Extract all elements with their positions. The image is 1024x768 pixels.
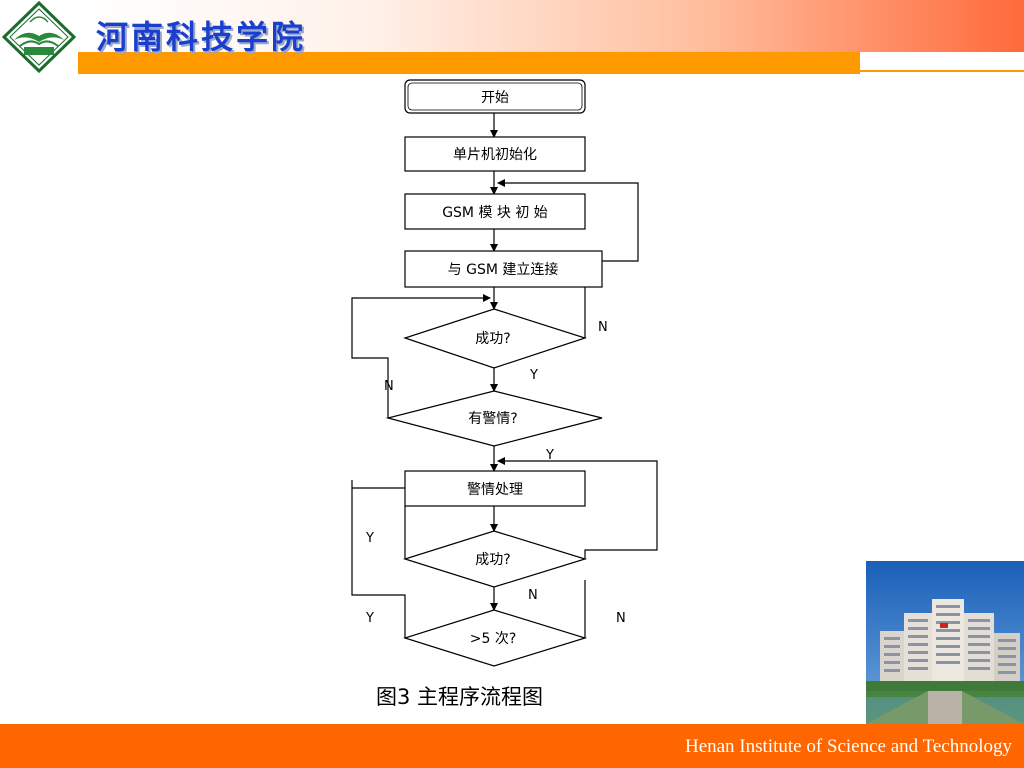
- node-success-2: 成功?: [403, 530, 588, 588]
- edge-alarm-n-loop: [351, 294, 491, 418]
- header-orange-bar: [78, 52, 860, 74]
- edge-label-y-4: Y: [365, 611, 374, 626]
- edge-over5-y-loop: [351, 480, 406, 638]
- header-gradient-bar: [78, 0, 1024, 52]
- edge-label-n-1: N: [598, 320, 608, 335]
- node-connect-gsm: 与 GSM 建立连接: [404, 250, 603, 288]
- footer-institution-name: Henan Institute of Science and Technolog…: [684, 736, 1012, 757]
- node-alarm-handle: 警情处理: [404, 470, 586, 507]
- node-success-2-label: 成功?: [475, 552, 510, 568]
- edge-label-n-4: N: [616, 611, 626, 626]
- node-gsm-init-label: GSM 模 块 初 始: [442, 204, 548, 221]
- edge-label-n-2: N: [384, 379, 394, 394]
- node-over-5: >5 次?: [403, 609, 588, 667]
- node-has-alarm: 有警情?: [385, 390, 603, 447]
- figure-caption: 图3 主程序流程图: [376, 685, 544, 709]
- edge-label-y-1: Y: [529, 368, 538, 383]
- slide-header: 河南科技学院: [0, 0, 1024, 76]
- edge-success2-n-loop: [497, 457, 658, 559]
- campus-building-photo: [866, 561, 1024, 724]
- node-start: 开始: [404, 79, 586, 114]
- header-orange-line: [860, 70, 1024, 72]
- node-connect-gsm-label: 与 GSM 建立连接: [448, 261, 559, 278]
- main-program-flowchart: 开始 单片机初始化 GSM 模 块 初 始 与 GSM 建立连接 成功? 有警情…: [351, 79, 658, 667]
- hist-emblem-icon: [1, 0, 77, 74]
- node-gsm-init: GSM 模 块 初 始: [404, 193, 586, 230]
- node-success-1: 成功?: [403, 308, 587, 369]
- node-over-5-label: >5 次?: [470, 631, 517, 647]
- node-success-1-label: 成功?: [475, 331, 510, 347]
- node-alarm-handle-label: 警情处理: [467, 482, 523, 498]
- edge-label-y-3: Y: [365, 531, 374, 546]
- school-name-title: 河南科技学院: [96, 18, 307, 56]
- node-init-mcu: 单片机初始化: [404, 136, 586, 172]
- edge-label-n-3: N: [528, 588, 538, 603]
- edge-label-y-2: Y: [545, 448, 554, 463]
- slide-footer: Henan Institute of Science and Technolog…: [0, 724, 1024, 768]
- node-init-mcu-label: 单片机初始化: [453, 146, 537, 163]
- node-start-label: 开始: [481, 90, 509, 106]
- node-has-alarm-label: 有警情?: [468, 411, 517, 427]
